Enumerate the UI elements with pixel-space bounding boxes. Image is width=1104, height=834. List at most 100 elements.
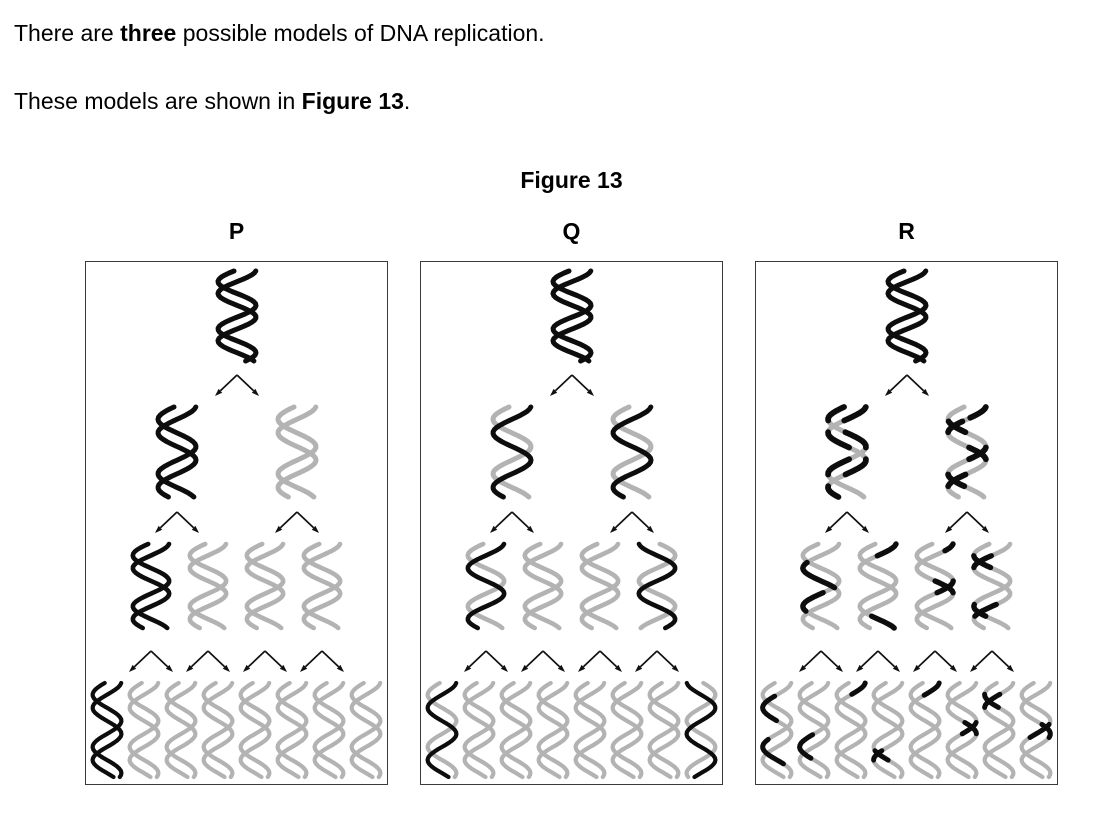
dna-helix-grey	[238, 681, 272, 780]
generation-2-row	[464, 541, 679, 631]
generation-1-row	[824, 404, 990, 501]
figure-13: Figure 13 P Q R	[85, 167, 1058, 786]
question-bold-text: Figure 13	[301, 88, 404, 115]
dna-helix-dispersive	[982, 681, 1016, 780]
question-line-1: There are three possible models of DNA r…	[14, 20, 1104, 47]
generation-1-row	[489, 404, 655, 500]
figure-title: Figure 13	[520, 167, 623, 194]
dna-helix-black	[885, 268, 928, 364]
replication-split-arrow-icon	[186, 650, 230, 673]
split-arrows-row-2	[485, 510, 659, 536]
generation-3-row	[759, 680, 1054, 780]
replication-split-arrow-icon	[944, 511, 989, 534]
dna-helix-hybrid	[636, 541, 678, 631]
dna-helix-dispersive	[914, 541, 956, 631]
generation-3-row	[89, 680, 384, 780]
question-bold-text: three	[120, 20, 177, 46]
model-panel-P	[85, 261, 388, 786]
dna-helix-grey	[610, 681, 644, 780]
generation-2-row	[799, 541, 1014, 631]
panel-label-P: P	[228, 218, 245, 245]
dna-helix-grey	[244, 541, 286, 631]
dna-helix-hybrid	[684, 681, 718, 780]
dna-helix-grey	[201, 681, 235, 780]
dna-helix-dispersive	[834, 680, 868, 780]
dna-helix-grey	[164, 681, 198, 780]
question-text: .	[403, 88, 411, 115]
split-arrows-row-2	[150, 510, 324, 536]
dna-helix-grey	[647, 681, 681, 780]
replication-split-arrow-icon	[521, 650, 565, 673]
question-text: These models are shown in	[14, 88, 302, 115]
question-text: There are	[14, 20, 121, 46]
split-arrows-row-2	[820, 510, 994, 536]
generation-3-row	[424, 680, 719, 780]
dna-helix-black	[155, 404, 198, 500]
generation-0-row	[549, 268, 595, 364]
dna-helix-grey	[312, 681, 346, 780]
dna-helix-dispersive	[908, 680, 942, 780]
generation-0-row	[884, 268, 930, 364]
dna-helix-dispersive	[760, 681, 794, 780]
dna-helix-black	[90, 681, 124, 780]
question-line-2: These models are shown in Figure 13.	[14, 88, 1104, 115]
replication-split-arrow-icon	[913, 650, 957, 673]
dna-helix-grey	[275, 404, 318, 500]
replication-split-arrow-icon	[274, 511, 319, 534]
dna-helix-grey	[127, 681, 161, 780]
dna-helix-grey	[349, 681, 383, 780]
dna-helix-grey	[301, 541, 343, 631]
dna-helix-hybrid	[425, 681, 459, 780]
dna-helix-grey	[462, 681, 496, 780]
dna-helix-hybrid	[465, 541, 507, 631]
replication-split-arrow-icon	[799, 650, 843, 673]
dna-helix-black	[550, 268, 593, 364]
generation-1-row	[154, 404, 320, 500]
dna-helix-grey	[187, 541, 229, 631]
dna-helix-grey	[275, 681, 309, 780]
dna-helix-dispersive	[971, 541, 1013, 631]
replication-split-arrow-icon	[243, 650, 287, 673]
replication-split-arrow-icon	[464, 650, 508, 673]
dna-helix-black	[130, 541, 172, 631]
panel-label-Q: Q	[562, 218, 581, 245]
replication-split-arrow-icon	[970, 650, 1014, 673]
dna-helix-dispersive	[800, 541, 842, 631]
dna-helix-grey	[522, 541, 564, 631]
question-text: possible models of DNA replication.	[176, 20, 545, 46]
panel-row	[85, 261, 1058, 786]
replication-split-arrow-icon	[856, 650, 900, 673]
dna-helix-grey	[573, 681, 607, 780]
model-panel-Q	[420, 261, 723, 786]
replication-split-arrow-icon	[884, 374, 929, 397]
replication-split-arrow-icon	[824, 511, 869, 534]
panel-headers: P Q R	[85, 218, 1058, 245]
dna-helix-dispersive	[797, 681, 831, 780]
panel-label-R: R	[898, 218, 915, 245]
replication-split-arrow-icon	[489, 511, 534, 534]
replication-split-arrow-icon	[129, 650, 173, 673]
model-panel-R	[755, 261, 1058, 786]
split-arrows-row-3	[124, 649, 349, 675]
dna-helix-hybrid	[610, 404, 653, 500]
split-arrows-row-3	[459, 649, 684, 675]
dna-helix-black	[215, 268, 258, 364]
replication-split-arrow-icon	[154, 511, 199, 534]
dna-helix-grey	[499, 681, 533, 780]
generation-2-row	[129, 541, 344, 631]
replication-split-arrow-icon	[214, 374, 259, 397]
split-arrows-row-1	[210, 373, 264, 399]
replication-split-arrow-icon	[549, 374, 594, 397]
generation-0-row	[214, 268, 260, 364]
dna-helix-grey	[579, 541, 621, 631]
replication-split-arrow-icon	[609, 511, 654, 534]
split-arrows-row-1	[545, 373, 599, 399]
split-arrows-row-3	[794, 649, 1019, 675]
dna-helix-dispersive	[945, 681, 979, 780]
dna-helix-dispersive	[857, 541, 899, 631]
replication-split-arrow-icon	[300, 650, 344, 673]
replication-split-arrow-icon	[635, 650, 679, 673]
dna-helix-hybrid	[490, 404, 533, 500]
replication-split-arrow-icon	[578, 650, 622, 673]
dna-helix-dispersive	[1019, 681, 1053, 780]
